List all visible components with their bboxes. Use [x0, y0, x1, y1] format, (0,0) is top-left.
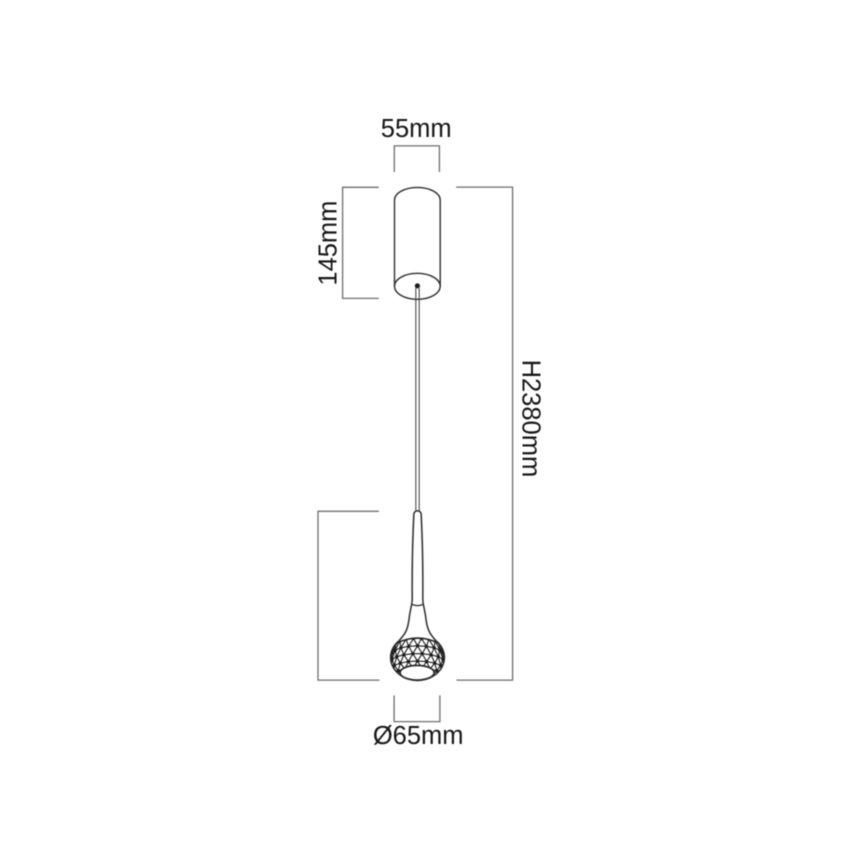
svg-text:H2380mm: H2380mm: [516, 360, 544, 478]
svg-text:Ø65mm: Ø65mm: [373, 722, 464, 750]
svg-text:145mm: 145mm: [315, 201, 343, 286]
svg-text:55mm: 55mm: [381, 115, 452, 143]
